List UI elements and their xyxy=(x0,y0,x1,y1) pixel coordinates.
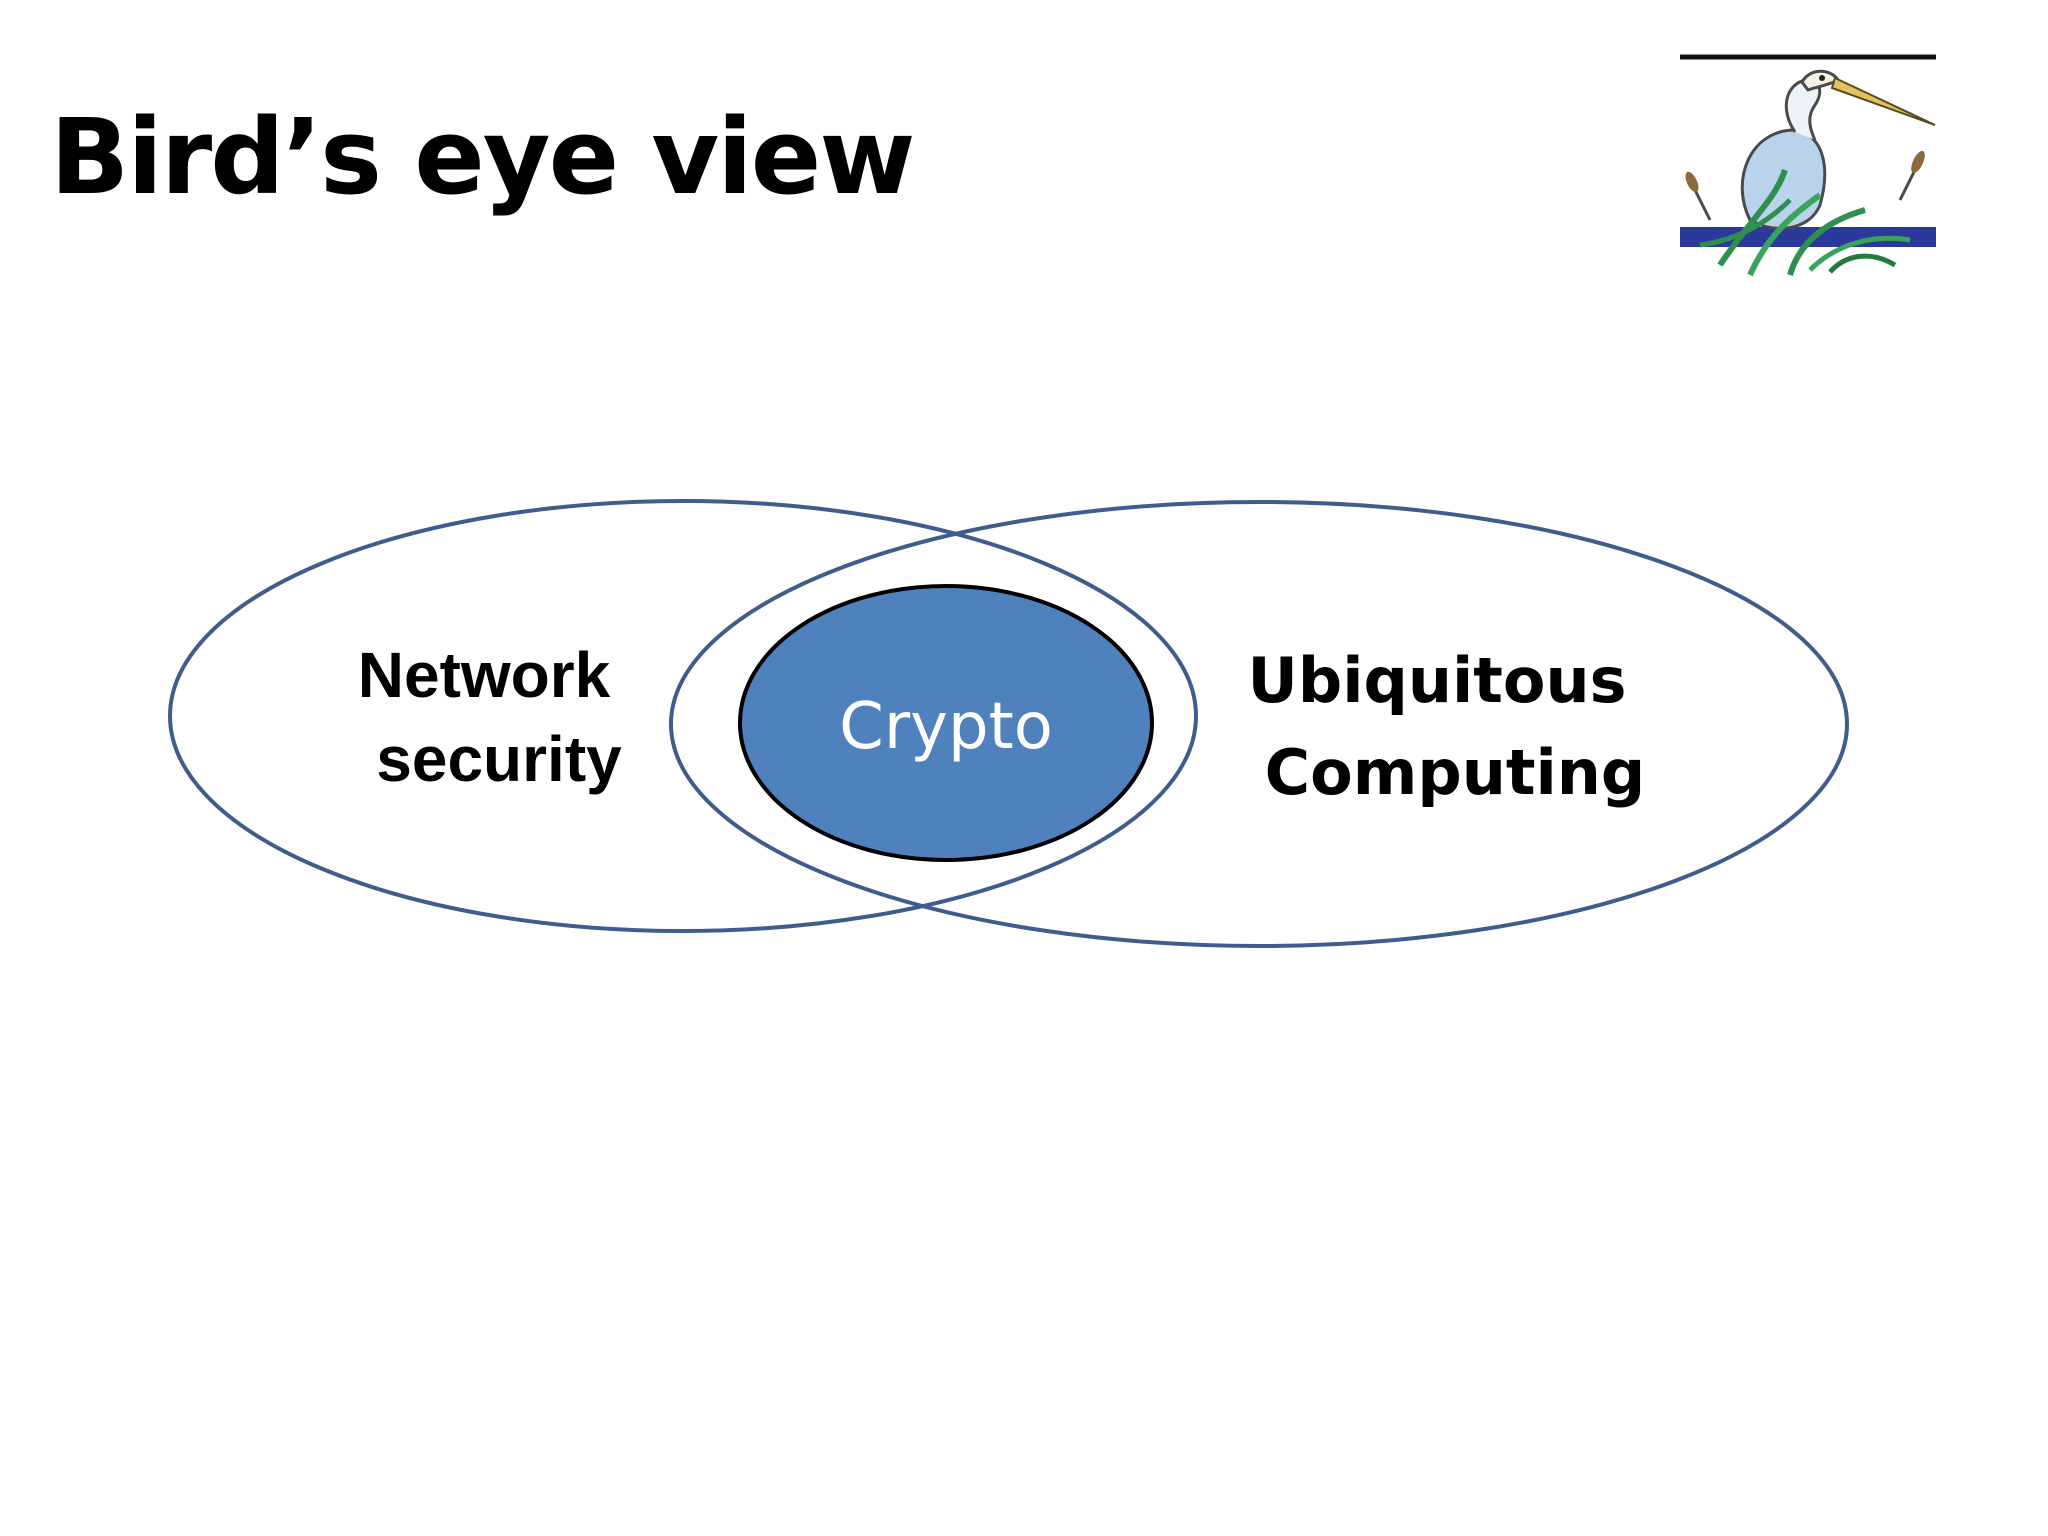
ubiquitous-computing-label-line2: Computing xyxy=(1265,736,1646,809)
slide-title: Bird’s eye view xyxy=(50,96,915,218)
crypto-label: Crypto xyxy=(839,690,1053,764)
ubiquitous-computing-set xyxy=(669,500,1849,948)
heron-icon xyxy=(1680,54,1936,277)
ubiquitous-computing-label-line1: Ubiquitous xyxy=(1247,644,1626,717)
crypto-set xyxy=(738,584,1154,862)
network-security-label-line2: security xyxy=(376,723,622,795)
network-security-label-line1: Network xyxy=(358,639,611,711)
network-security-set xyxy=(168,499,1198,933)
